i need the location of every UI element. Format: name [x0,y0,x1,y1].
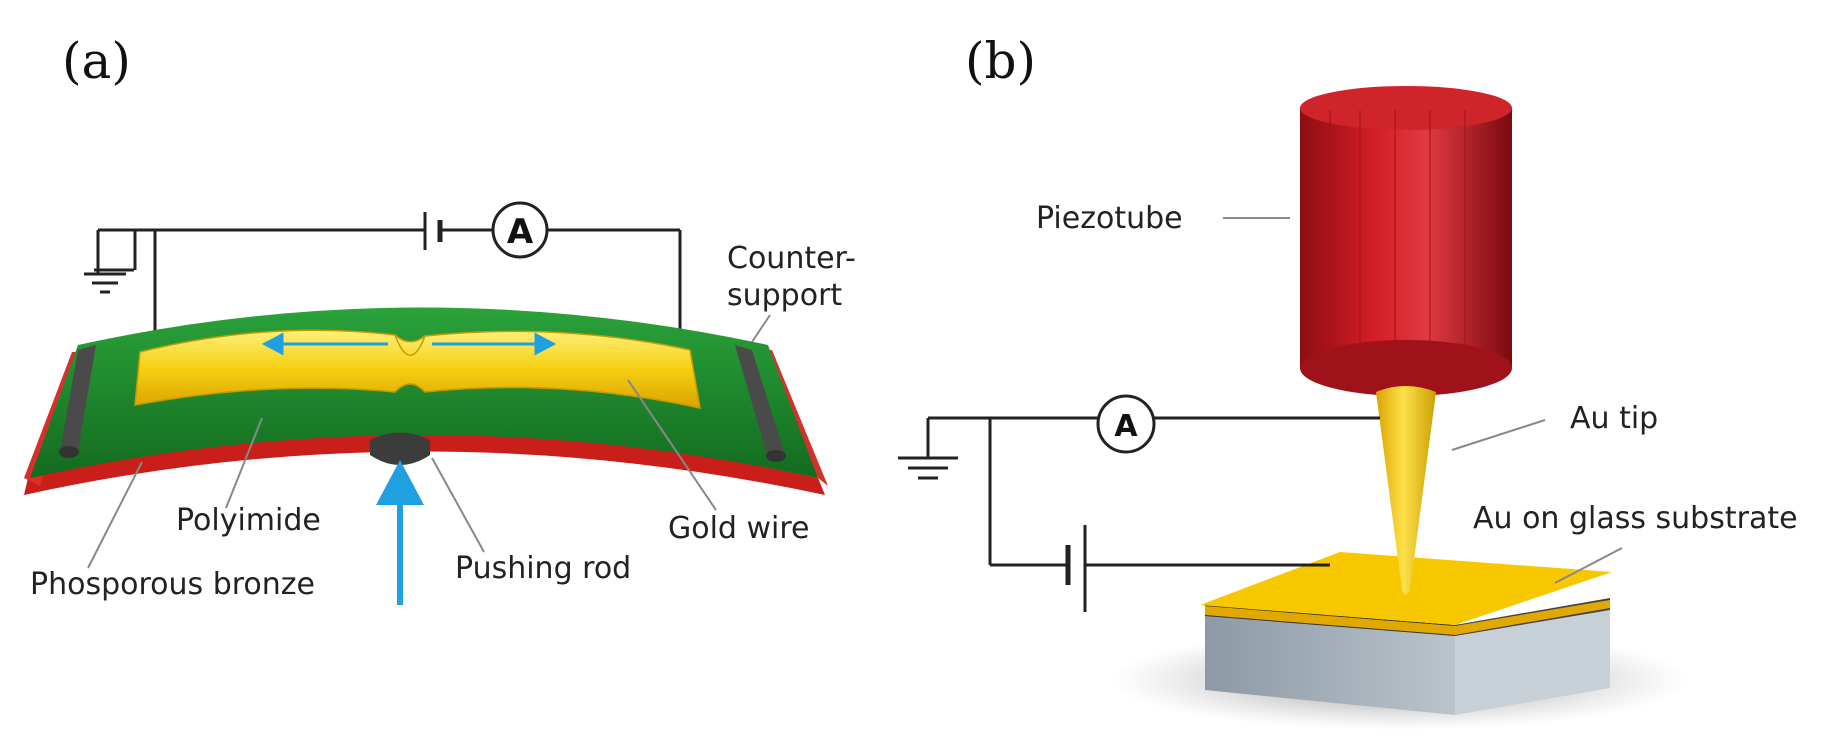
label-pushing-rod: Pushing rod [455,551,631,586]
counter-support-left [59,345,96,458]
panel-b: (b) [898,32,1798,730]
push-arrow-icon [376,460,424,505]
label-phosphorous-bronze: Phosporous bronze [30,567,315,602]
label-gold-wire: Gold wire [668,511,810,546]
ammeter-b-symbol: A [1114,409,1138,444]
label-counter-support-2: support [727,278,842,313]
panel-b-label: (b) [965,32,1036,90]
label-polyimide: Polyimide [176,503,321,538]
ground-symbol-b [898,416,1100,480]
strain-arrows [261,332,557,356]
circuit-b [988,416,1380,612]
ammeter-a-symbol: A [507,212,534,252]
leader-lines-a [87,314,771,569]
piezotube [1300,86,1512,396]
label-counter-support-1: Counter- [727,241,856,276]
au-substrate [1200,552,1612,715]
ammeter-a: A [491,201,549,259]
au-tip [1376,386,1436,595]
label-piezotube: Piezotube [1036,201,1183,236]
phosphorous-bronze-strip [24,434,825,495]
panel-a-label: (a) [62,32,131,90]
ground-symbol-a [84,228,340,294]
ammeter-b: A [1096,394,1156,454]
pushing-rod [370,432,430,605]
panel-a: (a) A [24,32,856,605]
label-au-tip: Au tip [1570,401,1658,436]
label-au-substrate: Au on glass substrate [1473,501,1798,536]
leader-lines-b [1223,217,1623,584]
counter-support-right [735,345,786,462]
